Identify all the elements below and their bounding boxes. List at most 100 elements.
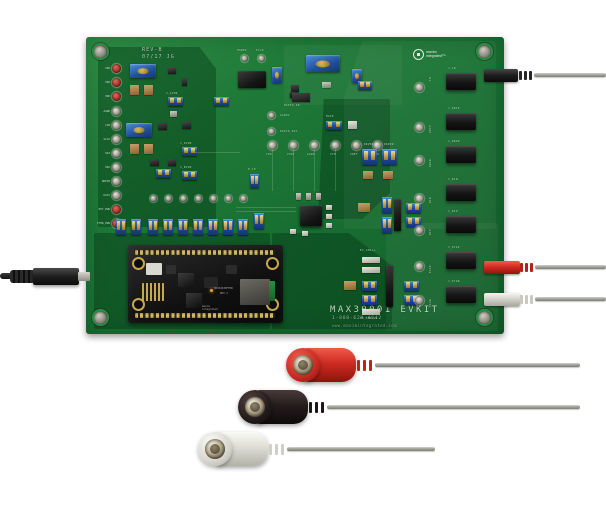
bank-jumper-6[interactable]	[238, 219, 248, 235]
jumper-pclk[interactable]	[214, 97, 229, 106]
left-pad-6[interactable]	[112, 149, 121, 158]
right-connector-bin[interactable]	[446, 184, 476, 201]
jumper-drvdn[interactable]	[382, 149, 397, 165]
mounting-hole-bottom-right	[478, 311, 491, 324]
electrode-white-head[interactable]	[198, 432, 232, 466]
fthr-header-top[interactable]	[135, 250, 275, 255]
jumper-bin[interactable]	[382, 197, 392, 213]
testpoint-fclk[interactable]	[258, 55, 265, 62]
left-pad-9[interactable]	[112, 191, 121, 200]
right-pad-drvn[interactable]	[415, 156, 424, 165]
jumper-bvdd[interactable]	[182, 171, 197, 180]
jumper-ecgn-2[interactable]	[404, 295, 419, 305]
left-pad-0[interactable]	[112, 64, 121, 73]
jumper-extra-1[interactable]	[156, 169, 171, 178]
left-pad-8[interactable]	[112, 177, 121, 186]
left-pad-2[interactable]	[112, 92, 121, 101]
jumper-max8[interactable]	[326, 121, 342, 130]
trimpot-lower-left[interactable]	[126, 123, 152, 137]
electrode-red-head[interactable]	[286, 348, 320, 382]
right-connector-ecgn[interactable]	[446, 286, 476, 303]
left-pad-10[interactable]	[112, 205, 121, 214]
jumper-bip-2[interactable]	[406, 217, 421, 227]
bank-jumper-1[interactable]	[163, 219, 173, 235]
bank-jumper-7[interactable]	[254, 213, 264, 229]
left-pad-5[interactable]	[112, 135, 121, 144]
testpoint-mondo[interactable]	[241, 55, 248, 62]
electrode-white-wire	[287, 447, 435, 451]
jumper-p10[interactable]	[250, 174, 259, 188]
jumper-bip[interactable]	[382, 217, 392, 233]
component-c6	[291, 85, 299, 92]
bank-jumper-4[interactable]	[208, 219, 218, 235]
left-pad-3[interactable]	[112, 107, 121, 116]
jumper-avdd[interactable]	[168, 97, 183, 106]
left-pad-1[interactable]	[112, 78, 121, 87]
right-connector-drvp[interactable]	[446, 113, 476, 130]
fthr-hole-br	[268, 300, 277, 309]
trimpot-top-center[interactable]	[272, 67, 282, 83]
lead-white-ferrule-2	[525, 295, 528, 304]
testpoint-agnd2[interactable]	[268, 112, 275, 119]
jumper-ecgp[interactable]	[362, 281, 377, 291]
jumper-bin-2[interactable]	[406, 203, 421, 213]
bank-jumper-0[interactable]	[148, 219, 158, 235]
trimpot-right-top[interactable]	[352, 69, 362, 83]
bank-jumper-left-b[interactable]	[131, 219, 141, 235]
right-pad-bin[interactable]	[415, 194, 424, 203]
bank-pad-4[interactable]	[210, 195, 217, 202]
component-ecg-2	[362, 267, 380, 273]
bank-pad-6[interactable]	[240, 195, 247, 202]
testpoint-vin[interactable]	[373, 141, 382, 150]
testpoint-vdd[interactable]	[268, 141, 277, 150]
fthr-pin-grid	[142, 283, 164, 301]
bank-jumper-3[interactable]	[193, 219, 203, 235]
electrode-black-head[interactable]	[238, 390, 272, 424]
bank-pad-0[interactable]	[150, 195, 157, 202]
testpoint-vref[interactable]	[352, 141, 361, 150]
fthr-header-bottom[interactable]	[135, 313, 275, 318]
right-connector-bip[interactable]	[446, 216, 476, 233]
jumper-drvdp[interactable]	[362, 149, 377, 165]
left-label-11: FTHR_PWR	[97, 221, 110, 225]
right-pad-drvp[interactable]	[415, 123, 424, 132]
left-pad-7[interactable]	[112, 163, 121, 172]
testpoint-agnd[interactable]	[310, 141, 319, 150]
jumper-top-right[interactable]	[358, 81, 372, 90]
lead-black-sleeve[interactable]	[484, 69, 518, 82]
testpoint-vout[interactable]	[289, 141, 298, 150]
trimpot-upper-left[interactable]	[130, 64, 156, 78]
right-connector-ecgp[interactable]	[446, 252, 476, 269]
right-pad-ecgp[interactable]	[415, 262, 424, 271]
jumper-ecgp-2[interactable]	[404, 281, 419, 291]
fthr-usb-port[interactable]	[146, 263, 162, 275]
lead-red-sleeve[interactable]	[484, 261, 520, 274]
trimpot-large-top[interactable]	[306, 55, 340, 72]
silk-fclk: FCLK	[256, 49, 264, 52]
lead-red-ferrule-3	[530, 263, 533, 272]
right-pad-1b[interactable]	[415, 83, 424, 92]
bank-jumper-left-a[interactable]	[116, 219, 126, 235]
right-connector-drvn[interactable]	[446, 146, 476, 163]
bank-jumper-5[interactable]	[223, 219, 233, 235]
bank-pad-2[interactable]	[180, 195, 187, 202]
bank-pad-5[interactable]	[225, 195, 232, 202]
usb-plug-body[interactable]	[33, 268, 79, 285]
fthr-ic-2	[186, 293, 202, 308]
lead-white-sleeve[interactable]	[484, 293, 520, 306]
jumper-ecgn[interactable]	[362, 295, 377, 305]
bank-jumper-2[interactable]	[178, 219, 188, 235]
component-near-ic-2	[306, 193, 311, 200]
bank-pad-3[interactable]	[195, 195, 202, 202]
testpoint-rapid-out[interactable]	[268, 128, 275, 135]
right-pad-ecgn[interactable]	[415, 296, 424, 305]
lead-white-wire	[535, 297, 606, 301]
fthr-button[interactable]	[204, 277, 218, 288]
fthr-logo-label: maxim	[202, 305, 210, 308]
bank-pad-1[interactable]	[165, 195, 172, 202]
right-pad-bip[interactable]	[415, 226, 424, 235]
jumper-dvdd[interactable]	[182, 147, 197, 156]
left-pad-4[interactable]	[112, 121, 121, 130]
right-connector-1b[interactable]	[446, 73, 476, 90]
testpoint-vcm[interactable]	[331, 141, 340, 150]
